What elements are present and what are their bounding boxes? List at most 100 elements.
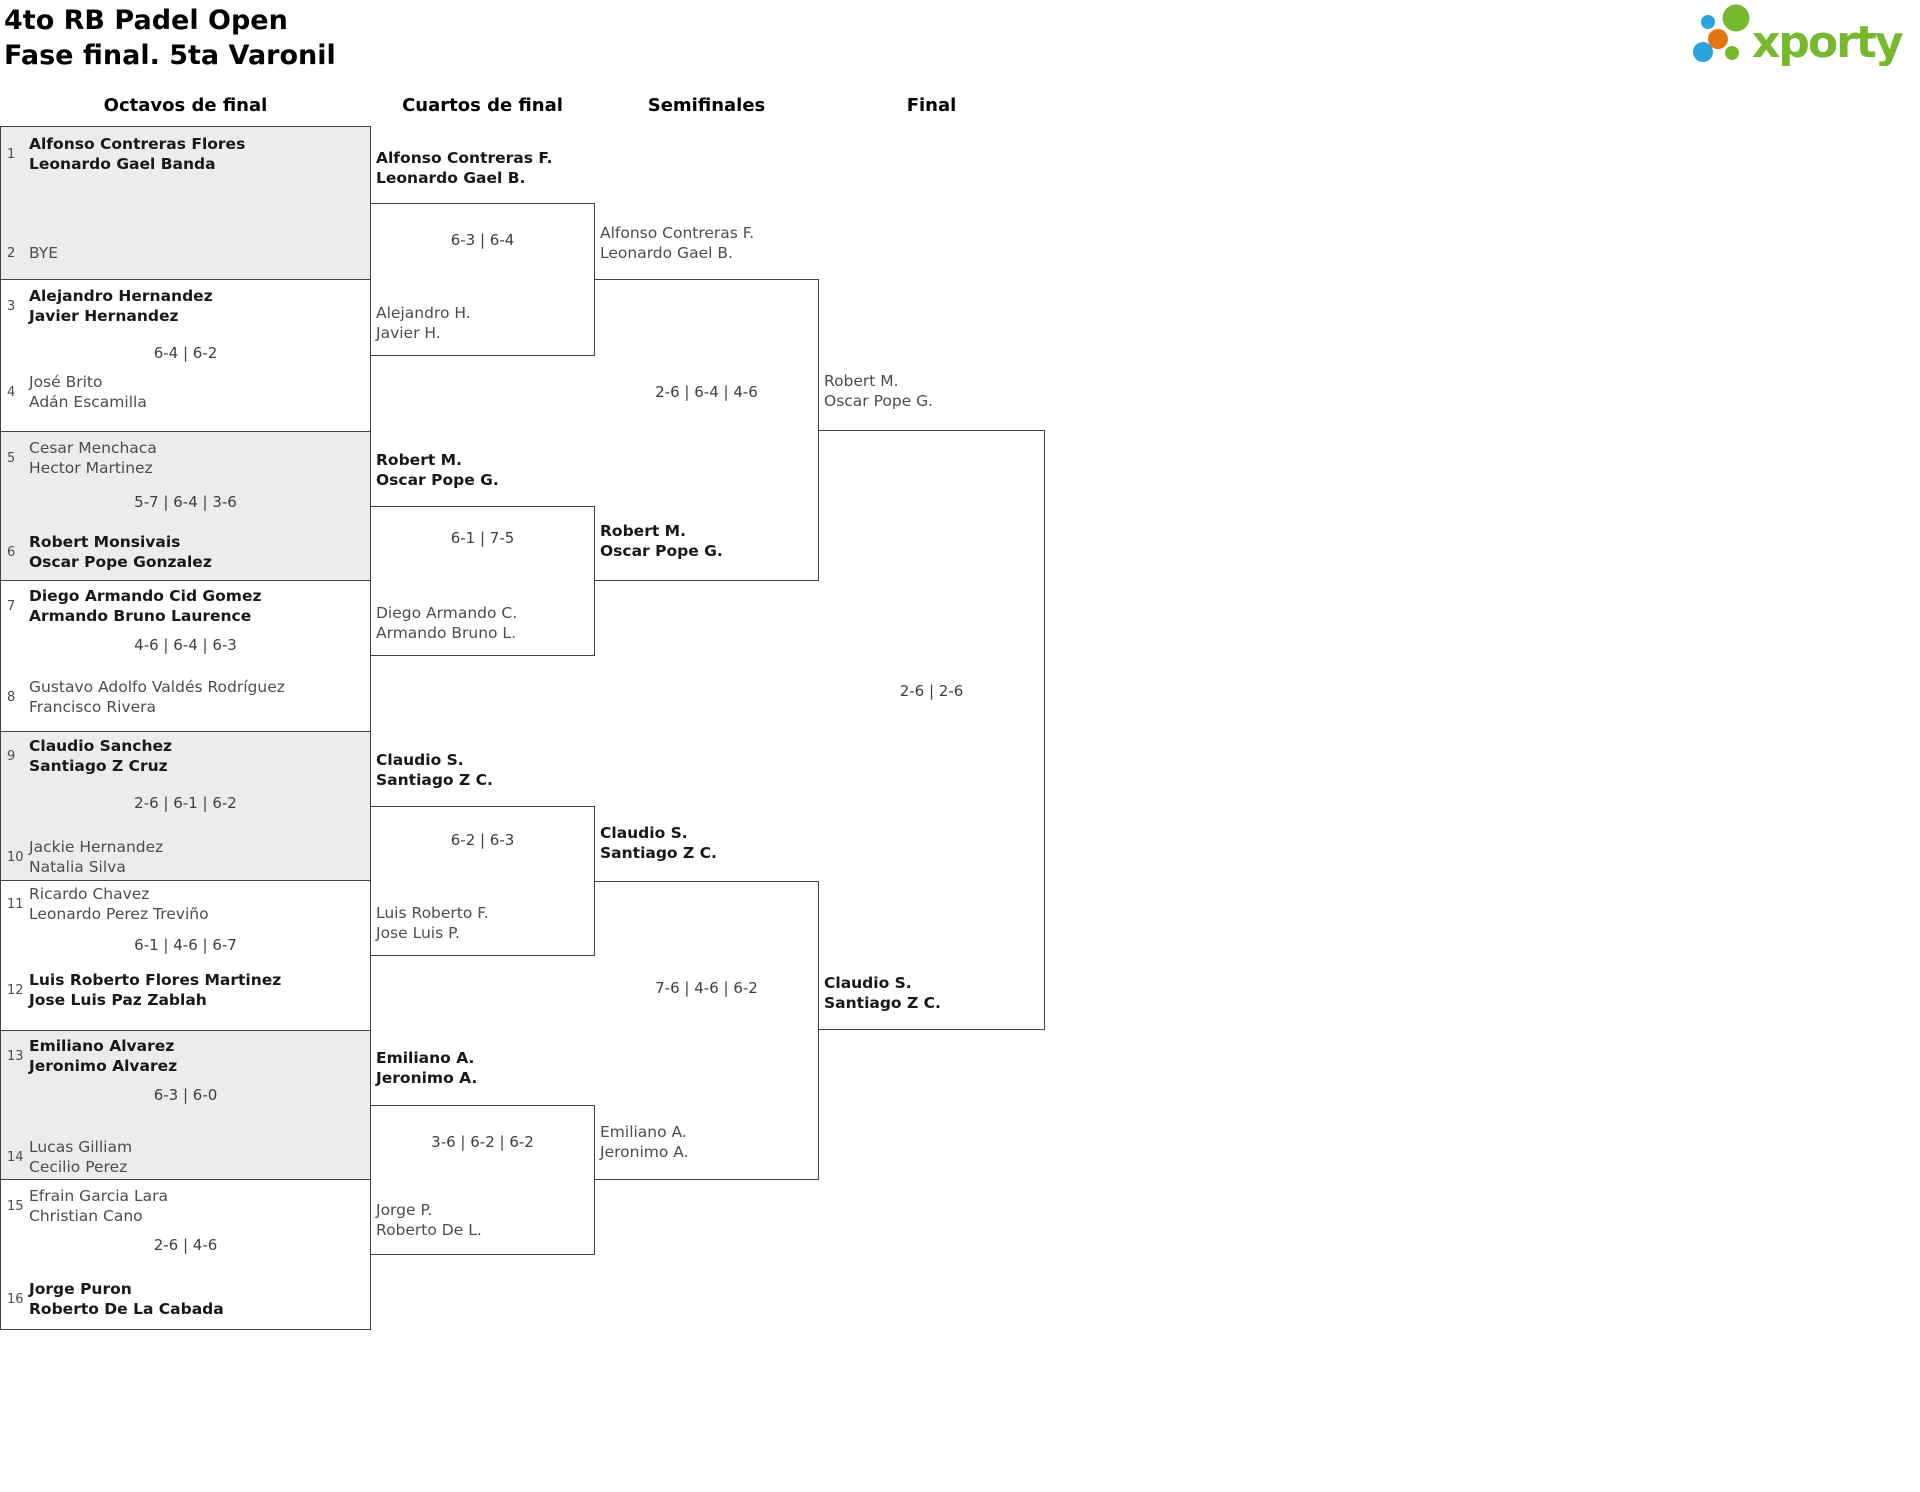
player-name: Alfonso Contreras Flores	[29, 135, 246, 153]
player-name: Jorge Puron	[29, 1280, 132, 1298]
team-names: Lucas Gilliam Cecilio Perez	[29, 1137, 132, 1177]
r16-match-6-box	[0, 880, 371, 1031]
team-names: Alejandro H. Javier H.	[376, 303, 471, 343]
team-names: Robert M. Oscar Pope G.	[376, 450, 499, 490]
player-name: Claudio S.	[824, 974, 912, 992]
r16-match-4-box	[0, 580, 371, 732]
player-name: Santiago Z Cruz	[29, 757, 168, 775]
team-entry: 9 Claudio Sanchez Santiago Z Cruz	[4, 736, 172, 776]
player-name: Armando Bruno Laurence	[29, 607, 252, 625]
final-match-box	[818, 430, 1045, 1030]
player-name: Hector Martinez	[29, 459, 153, 477]
logo-dot-blue-small	[1701, 15, 1715, 29]
player-name: Roberto De L.	[376, 1221, 482, 1239]
player-name: Oscar Pope G.	[376, 471, 499, 489]
player-name: Natalia Silva	[29, 858, 126, 876]
round-header-cuartos: Cuartos de final	[402, 95, 563, 116]
team-entry: 11 Ricardo Chavez Leonardo Perez Treviño	[4, 884, 209, 924]
player-name: Oscar Pope Gonzalez	[29, 553, 212, 571]
match-score: 4-6 | 6-4 | 6-3	[134, 636, 237, 654]
player-name: Gustavo Adolfo Valdés Rodríguez	[29, 678, 285, 696]
team-names: Cesar Menchaca Hector Martinez	[29, 438, 157, 478]
team-entry: 4 José Brito Adán Escamilla	[4, 372, 147, 412]
seed-number: 1	[7, 146, 16, 162]
team-entry: 10 Jackie Hernandez Natalia Silva	[4, 837, 163, 877]
player-name: Emiliano Alvarez	[29, 1037, 175, 1055]
player-name: Leonardo Gael Banda	[29, 155, 216, 173]
team-names: Ricardo Chavez Leonardo Perez Treviño	[29, 884, 209, 924]
team-names: Alfonso Contreras Flores Leonardo Gael B…	[29, 134, 245, 174]
qf-match-2-box	[370, 506, 595, 656]
player-name: Leonardo Perez Treviño	[29, 905, 209, 923]
team-names: Jorge Puron Roberto De La Cabada	[29, 1279, 224, 1319]
team-entry: 6 Robert Monsivais Oscar Pope Gonzalez	[4, 532, 212, 572]
player-name: Javier H.	[376, 324, 441, 342]
player-name: Diego Armando Cid Gomez	[29, 587, 262, 605]
player-name: Robert M.	[376, 451, 462, 469]
team-entry: Luis Roberto F. Jose Luis P.	[376, 903, 489, 943]
team-entry: 2 BYE	[4, 243, 58, 263]
player-name: Alfonso Contreras F.	[600, 224, 755, 242]
team-entry: Alfonso Contreras F. Leonardo Gael B.	[376, 148, 553, 188]
r16-match-8-box	[0, 1179, 371, 1330]
player-name: Francisco Rivera	[29, 698, 156, 716]
team-entry: Claudio S. Santiago Z C.	[824, 973, 941, 1013]
sf-match-2-box	[594, 881, 819, 1180]
match-score: 6-2 | 6-3	[450, 831, 515, 849]
qf-match-4-box	[370, 1105, 595, 1255]
team-entry: Jorge P. Roberto De L.	[376, 1200, 482, 1240]
player-name: Cesar Menchaca	[29, 439, 157, 457]
team-entry: 7 Diego Armando Cid Gomez Armando Bruno …	[4, 586, 262, 626]
round-header-final: Final	[906, 95, 957, 116]
player-name: Jeronimo Alvarez	[29, 1057, 178, 1075]
team-entry: Alejandro H. Javier H.	[376, 303, 471, 343]
logo-wordmark: xporty	[1752, 17, 1903, 66]
player-name: Efrain Garcia Lara	[29, 1187, 168, 1205]
team-names: Emiliano A. Jeronimo A.	[376, 1048, 477, 1088]
team-names: BYE	[29, 243, 58, 263]
team-entry: 1 Alfonso Contreras Flores Leonardo Gael…	[4, 134, 245, 174]
team-entry: Emiliano A. Jeronimo A.	[600, 1122, 689, 1162]
seed-number: 15	[7, 1198, 24, 1214]
match-score: 3-6 | 6-2 | 6-2	[431, 1133, 534, 1151]
team-entry: Robert M. Oscar Pope G.	[376, 450, 499, 490]
match-score: 2-6 | 4-6	[153, 1236, 218, 1254]
match-score: 6-1 | 7-5	[450, 529, 515, 547]
team-names: Emiliano Alvarez Jeronimo Alvarez	[29, 1036, 177, 1076]
team-names: Efrain Garcia Lara Christian Cano	[29, 1186, 168, 1226]
phase-category: Fase final. 5ta Varonil	[4, 40, 336, 71]
player-name: Jeronimo A.	[600, 1143, 689, 1161]
player-name: Diego Armando C.	[376, 604, 518, 622]
team-entry: Emiliano A. Jeronimo A.	[376, 1048, 477, 1088]
match-score: 6-3 | 6-0	[153, 1086, 218, 1104]
tournament-name: 4to RB Padel Open	[4, 5, 288, 36]
xporty-logo[interactable]: xporty	[1680, 2, 1920, 66]
seed-number: 14	[7, 1149, 24, 1165]
team-names: Emiliano A. Jeronimo A.	[600, 1122, 689, 1162]
round-header-octavos: Octavos de final	[103, 95, 268, 116]
team-entry: 16 Jorge Puron Roberto De La Cabada	[4, 1279, 224, 1319]
team-entry: Claudio S. Santiago Z C.	[376, 750, 493, 790]
seed-number: 4	[7, 384, 16, 400]
player-name: Ricardo Chavez	[29, 885, 150, 903]
seed-number: 6	[7, 544, 16, 560]
match-score: 5-7 | 6-4 | 3-6	[134, 493, 237, 511]
player-name: Robert M.	[600, 522, 686, 540]
player-name: Luis Roberto Flores Martinez	[29, 971, 282, 989]
team-entry: 5 Cesar Menchaca Hector Martinez	[4, 438, 157, 478]
match-score: 7-6 | 4-6 | 6-2	[655, 979, 758, 997]
player-name: Jeronimo A.	[376, 1069, 478, 1087]
match-score: 6-4 | 6-2	[153, 344, 218, 362]
team-names: Alfonso Contreras F. Leonardo Gael B.	[600, 223, 754, 263]
seed-number: 13	[7, 1048, 24, 1064]
team-entry: Alfonso Contreras F. Leonardo Gael B.	[600, 223, 754, 263]
team-names: Claudio Sanchez Santiago Z Cruz	[29, 736, 172, 776]
seed-number: 16	[7, 1291, 24, 1307]
player-name: Jose Luis P.	[376, 924, 460, 942]
seed-number: 10	[7, 849, 24, 865]
seed-number: 2	[7, 245, 16, 261]
team-names: Claudio S. Santiago Z C.	[376, 750, 493, 790]
team-names: Gustavo Adolfo Valdés Rodríguez Francisc…	[29, 677, 285, 717]
logo-dot-green-small	[1725, 46, 1739, 60]
